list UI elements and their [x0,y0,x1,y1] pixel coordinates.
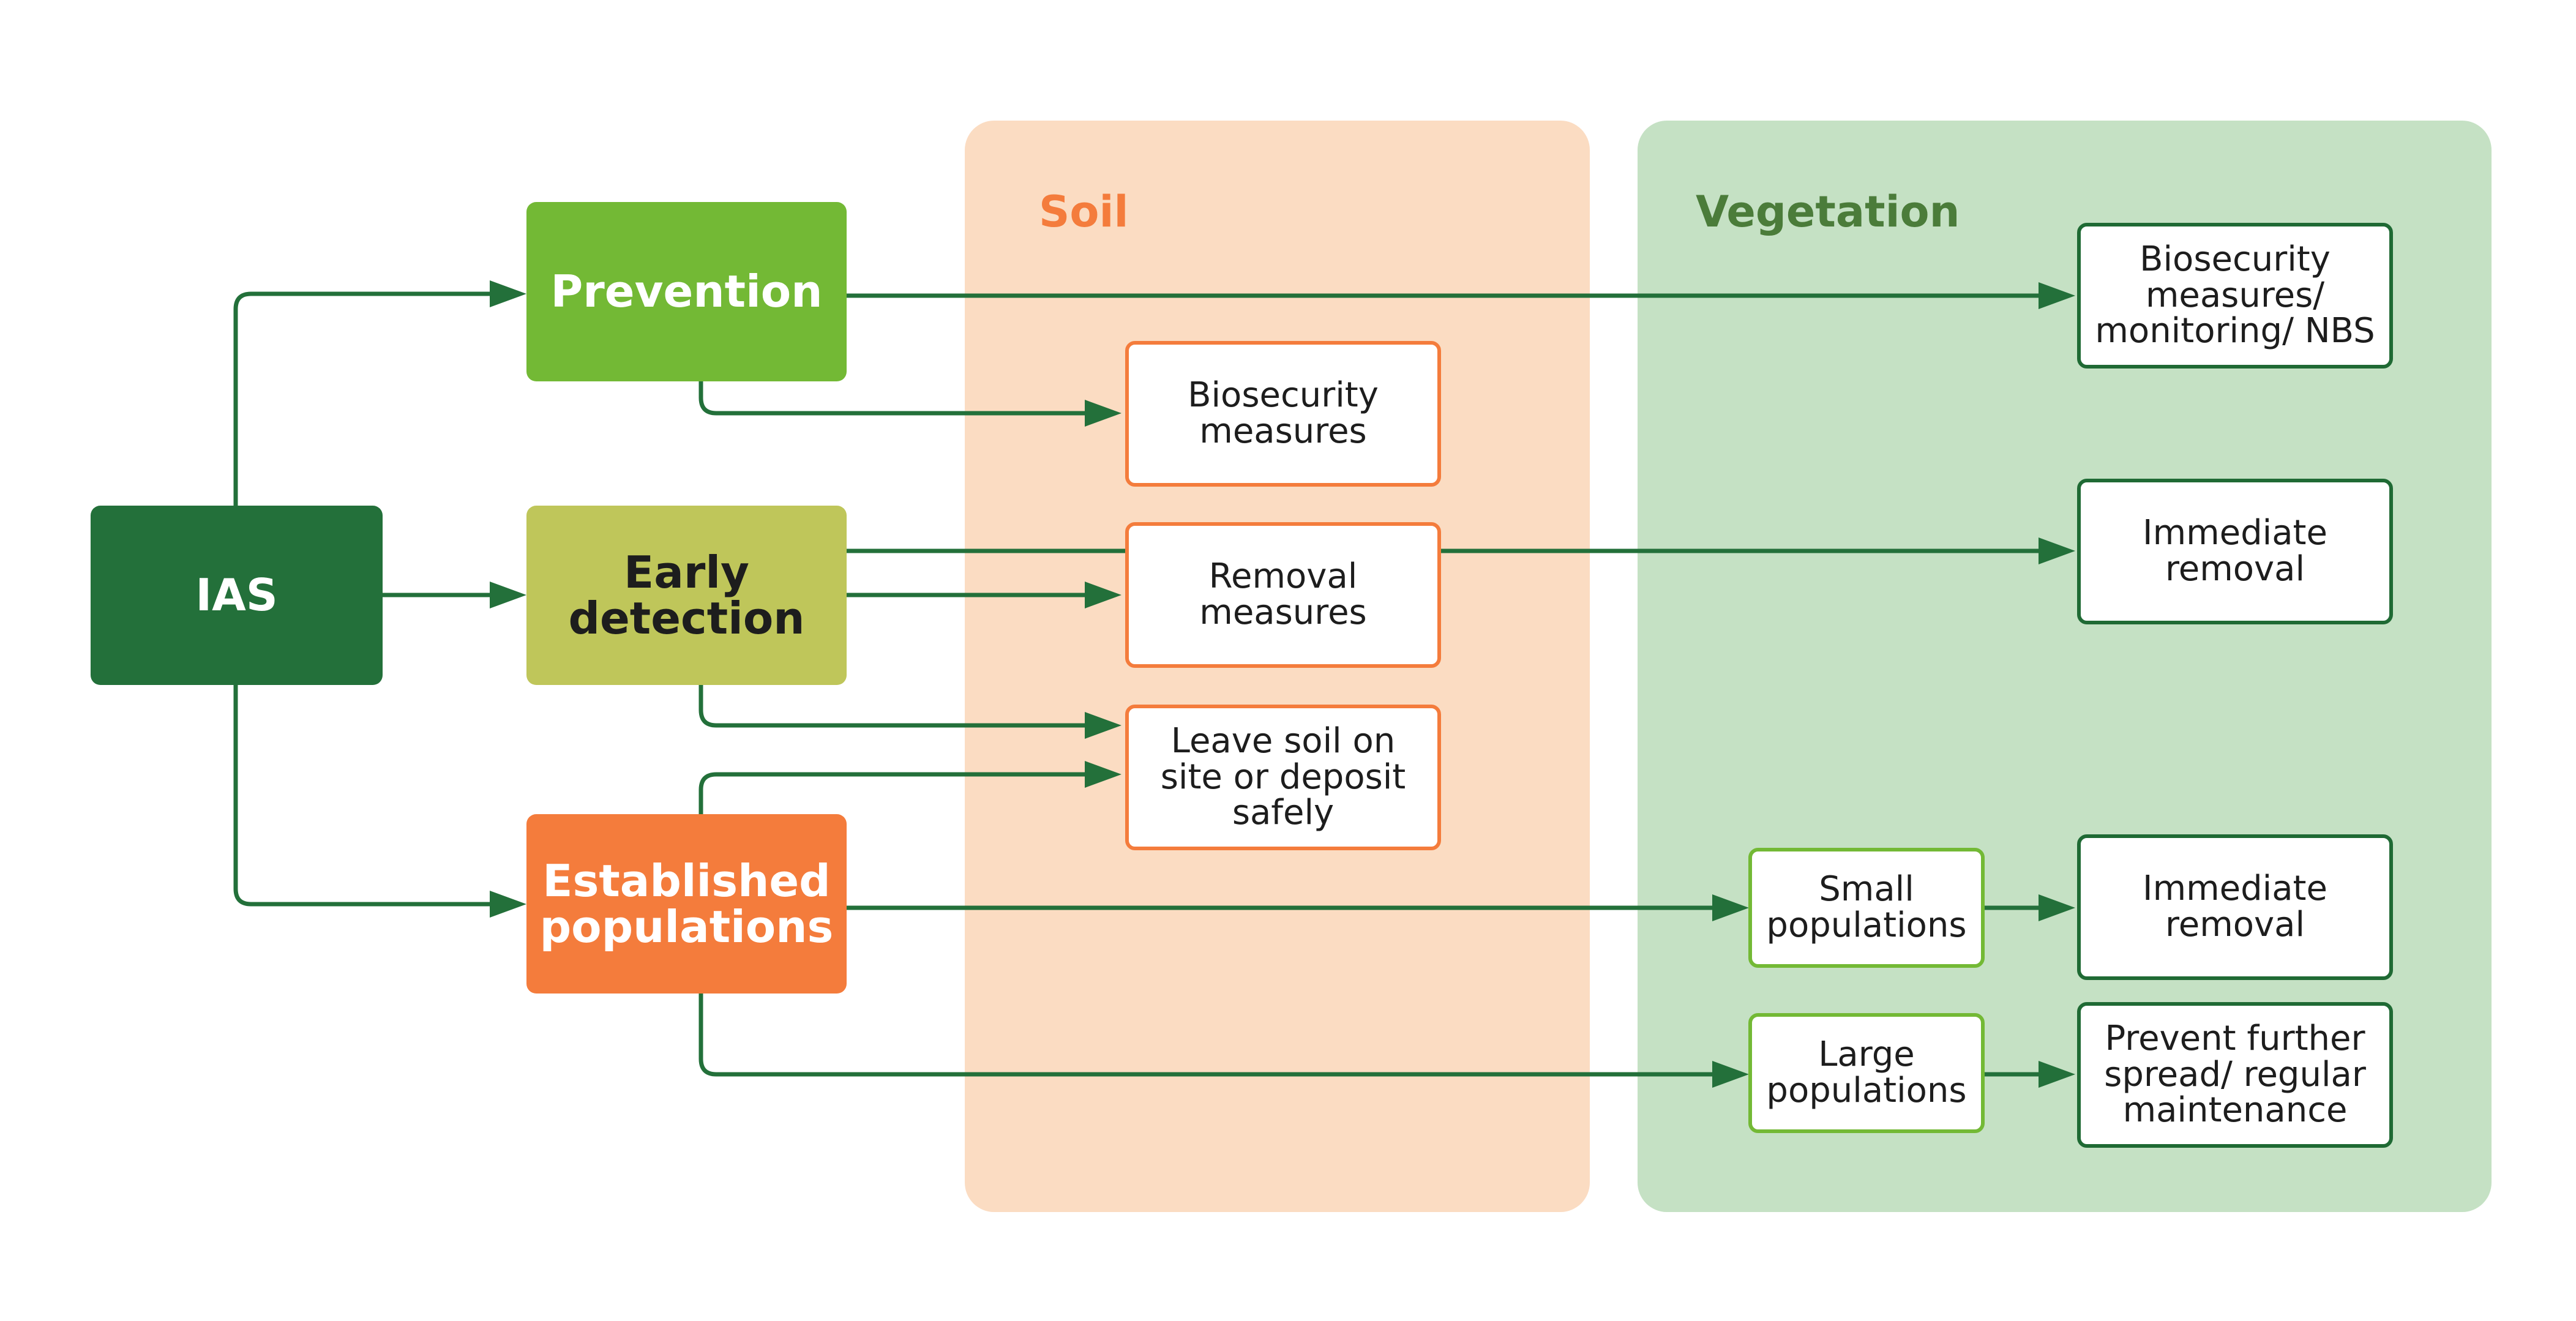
veg-prevent-spread-label: Prevent further spread/ regular maintena… [2104,1018,2366,1131]
veg-small-populations-box: Small populations [1748,848,1985,968]
veg-large-populations-label: Large populations [1766,1035,1967,1110]
soil-leave-box: Leave soil on site or deposit safely [1125,705,1441,850]
veg-immediate-removal-box: Immediate removal [2077,479,2393,624]
ias-box: IAS [91,506,383,685]
arrowhead-ias-prevention [490,280,526,307]
arrowhead-early-soil-leave [1085,712,1121,739]
arrow-established-large [698,994,1712,1077]
soil-removal-box: Removal measures [1125,522,1441,668]
veg-immediate-removal-small-box: Immediate removal [2077,834,2393,980]
arrow-prevention-soil-biosecurity [698,381,1085,416]
arrowhead-prevention-soil-biosecurity [1085,400,1121,427]
arrow-ias-prevention [233,291,490,506]
veg-biosecurity-box: Biosecurity measures/ monitoring/ NBS [2077,223,2393,369]
arrowhead-established-large [1712,1061,1749,1088]
arrow-established-soil-leave [698,772,1085,814]
arrowhead-early-soil-removal [1085,582,1121,608]
established-populations-label: Established populations [539,855,834,952]
arrowhead-prevention-veg-biosecurity [2039,282,2075,309]
soil-leave-label: Leave soil on site or deposit safely [1160,720,1406,833]
soil-biosecurity-box: Biosecurity measures [1125,341,1441,487]
established-populations-box: Established populations [526,814,847,994]
arrowhead-established-small [1712,894,1749,921]
veg-immediate-removal-label: Immediate removal [2143,513,2327,589]
soil-panel-title: Soil [1039,187,1129,237]
arrow-ias-established [233,685,490,907]
arrowhead-early-veg-immediate [2039,537,2075,564]
ias-label: IAS [195,569,278,621]
veg-prevent-spread-box: Prevent further spread/ regular maintena… [2077,1002,2393,1148]
vegetation-panel-title: Vegetation [1696,187,1960,237]
early-detection-box: Early detection [526,506,847,685]
arrowhead-established-soil-leave [1085,761,1121,788]
veg-large-populations-box: Large populations [1748,1013,1985,1133]
prevention-box: Prevention [526,202,847,381]
soil-removal-label: Removal measures [1199,556,1367,632]
arrowhead-ias-early [490,582,526,608]
arrowhead-ias-established [490,891,526,918]
arrow-early-soil-leave [698,685,1085,728]
early-detection-label: Early detection [568,547,805,644]
veg-small-populations-label: Small populations [1766,869,1967,945]
arrowhead-small-immediate [2039,894,2075,921]
veg-immediate-removal-small-label: Immediate removal [2143,869,2327,945]
soil-biosecurity-label: Biosecurity measures [1188,375,1379,451]
veg-biosecurity-label: Biosecurity measures/ monitoring/ NBS [2095,239,2375,351]
prevention-label: Prevention [550,266,823,318]
arrowhead-large-prevent [2039,1061,2075,1088]
